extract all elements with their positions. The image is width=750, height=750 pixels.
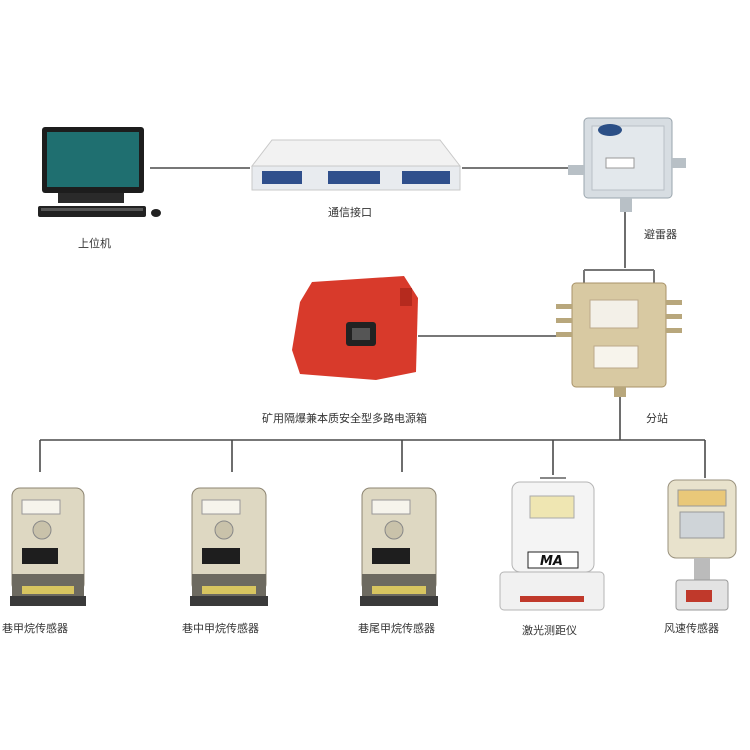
sensor-label-5: 风速传感器 — [664, 622, 719, 635]
junction-box-icon — [568, 117, 686, 212]
laser-meter-icon: MA — [499, 477, 605, 611]
node-label-barrier: 避雷器 — [644, 227, 677, 241]
sensor-label-2: 巷中甲烷传感器 — [182, 621, 259, 635]
connection-lines — [39, 167, 706, 478]
node-label-power: 矿用隔爆兼本质安全型多路电源箱 — [262, 411, 427, 425]
computer-icon — [38, 127, 161, 217]
power-box-icon — [292, 276, 418, 380]
node-label-host: 上位机 — [78, 236, 111, 250]
sensor-label-1: 巷甲烷传感器 — [2, 621, 68, 635]
node-label-comm: 通信接口 — [328, 206, 372, 219]
node-label-substation: 分站 — [646, 411, 668, 425]
substation-icon — [556, 269, 682, 397]
sensor-label-3: 巷尾甲烷传感器 — [358, 621, 435, 635]
methane-sensor-icon — [190, 487, 268, 606]
methane-sensor-icon — [360, 487, 438, 606]
wind-sensor-icon — [667, 479, 737, 611]
methane-sensor-icon — [10, 487, 86, 606]
interface-box-icon — [250, 139, 462, 191]
sensor-label-4: 激光测距仪 — [522, 623, 577, 637]
laser-meter-badge: MA — [540, 554, 563, 569]
